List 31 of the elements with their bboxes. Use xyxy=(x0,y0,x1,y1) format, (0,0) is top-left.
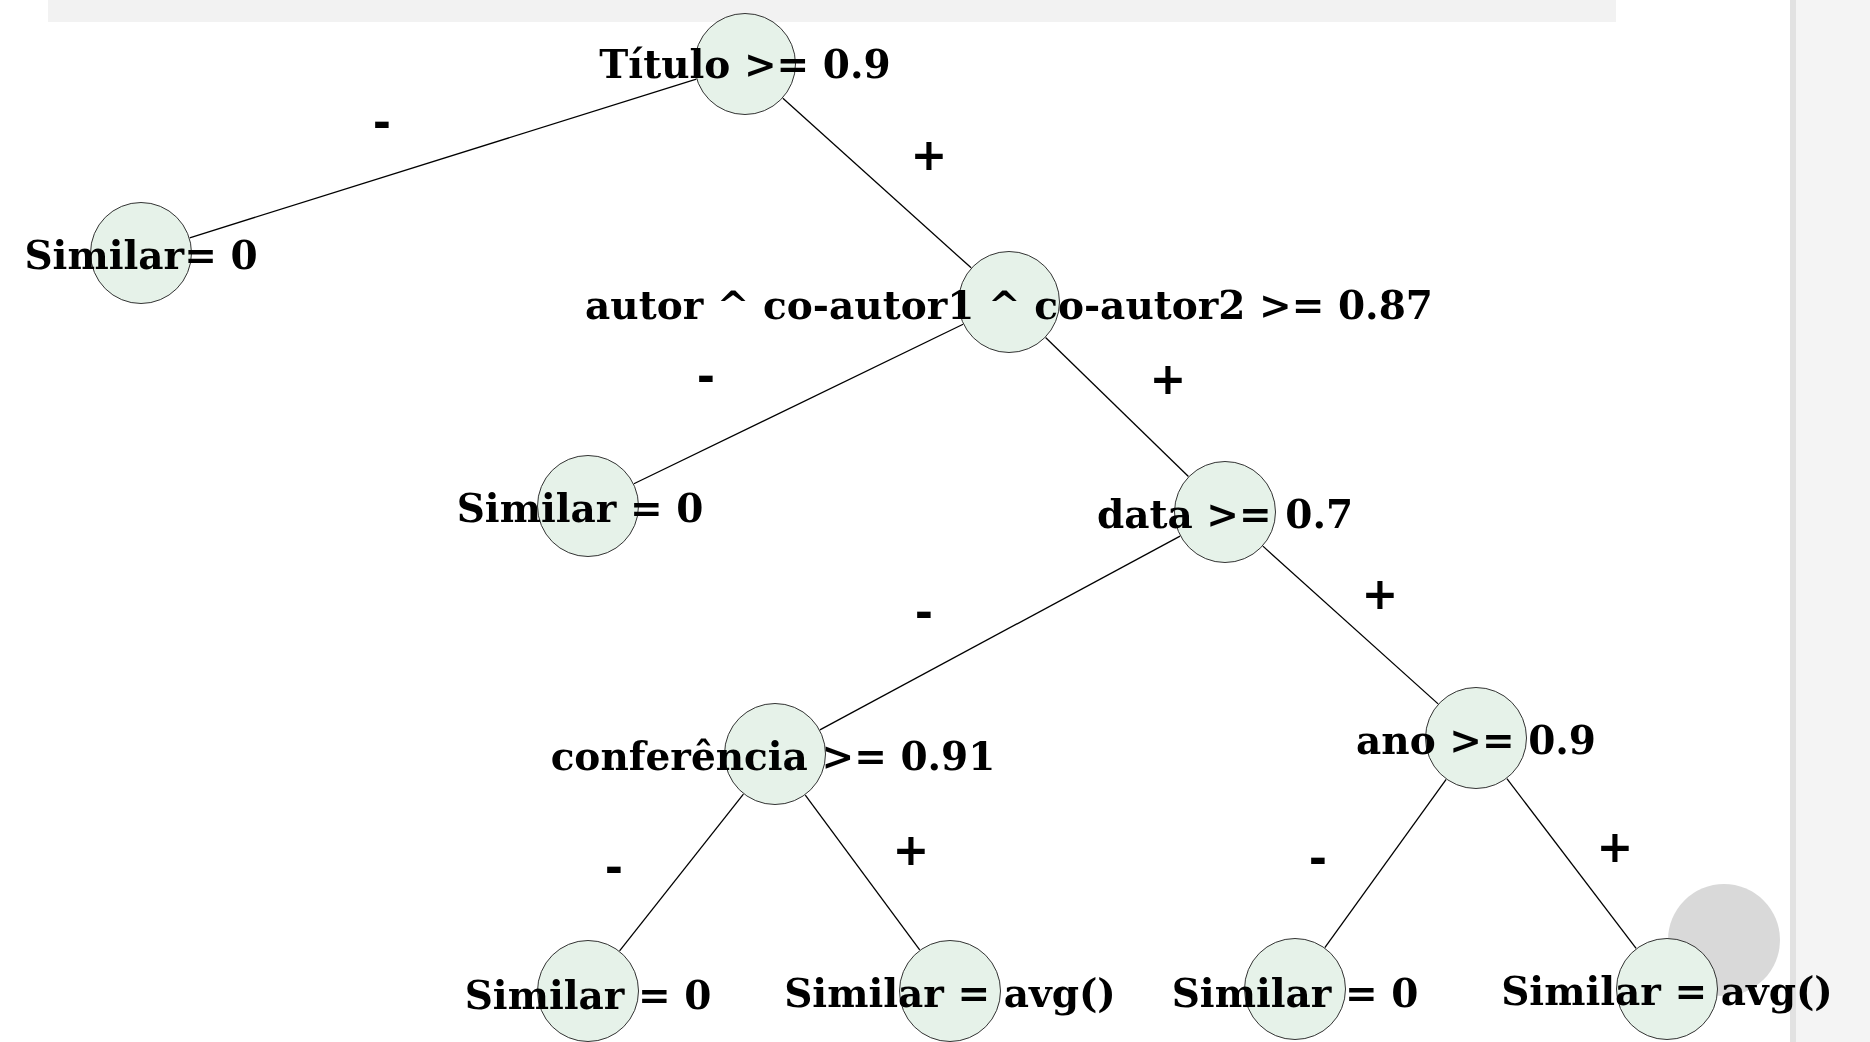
tree-branch-line xyxy=(819,535,1181,731)
node-text: data >= 0.7 xyxy=(1096,491,1354,537)
node-text: autor ^ co-autor1 ^ co-autor2 >= 0.87 xyxy=(585,282,1433,328)
node-text: ano >= 0.9 xyxy=(1356,717,1596,763)
edge-label: + xyxy=(910,131,948,179)
node-text: Similar = 0 xyxy=(456,485,704,531)
edge-label: + xyxy=(1149,355,1187,403)
node-text: Similar = 0 xyxy=(1171,970,1419,1016)
edge-label: - xyxy=(372,99,392,147)
tree-branch-line xyxy=(1044,336,1190,478)
edge-label: - xyxy=(914,589,934,637)
node-text: Similar= 0 xyxy=(24,232,258,278)
tree-branch-line xyxy=(189,78,697,239)
tree-branch-line xyxy=(1324,778,1447,949)
tree-branch-line xyxy=(804,794,921,951)
edge-label: - xyxy=(604,844,624,892)
tree-branch-line xyxy=(633,323,964,485)
edge-label: + xyxy=(892,826,930,874)
node-text: Similar = avg() xyxy=(1501,968,1833,1014)
node-text: Similar = 0 xyxy=(464,972,712,1018)
tree-branch-line xyxy=(782,97,972,269)
edge-label: - xyxy=(696,353,716,401)
node-text: conferência >= 0.91 xyxy=(550,733,996,779)
edge-label: + xyxy=(1596,823,1634,871)
edge-label: + xyxy=(1361,570,1399,618)
node-text: Similar = avg() xyxy=(784,970,1116,1016)
node-text: Título >= 0.9 xyxy=(599,41,891,87)
tree-branch-line xyxy=(1262,545,1439,705)
edge-label: - xyxy=(1308,835,1328,883)
tree-branch-line xyxy=(618,793,745,952)
tree-branch-line xyxy=(1506,777,1637,950)
